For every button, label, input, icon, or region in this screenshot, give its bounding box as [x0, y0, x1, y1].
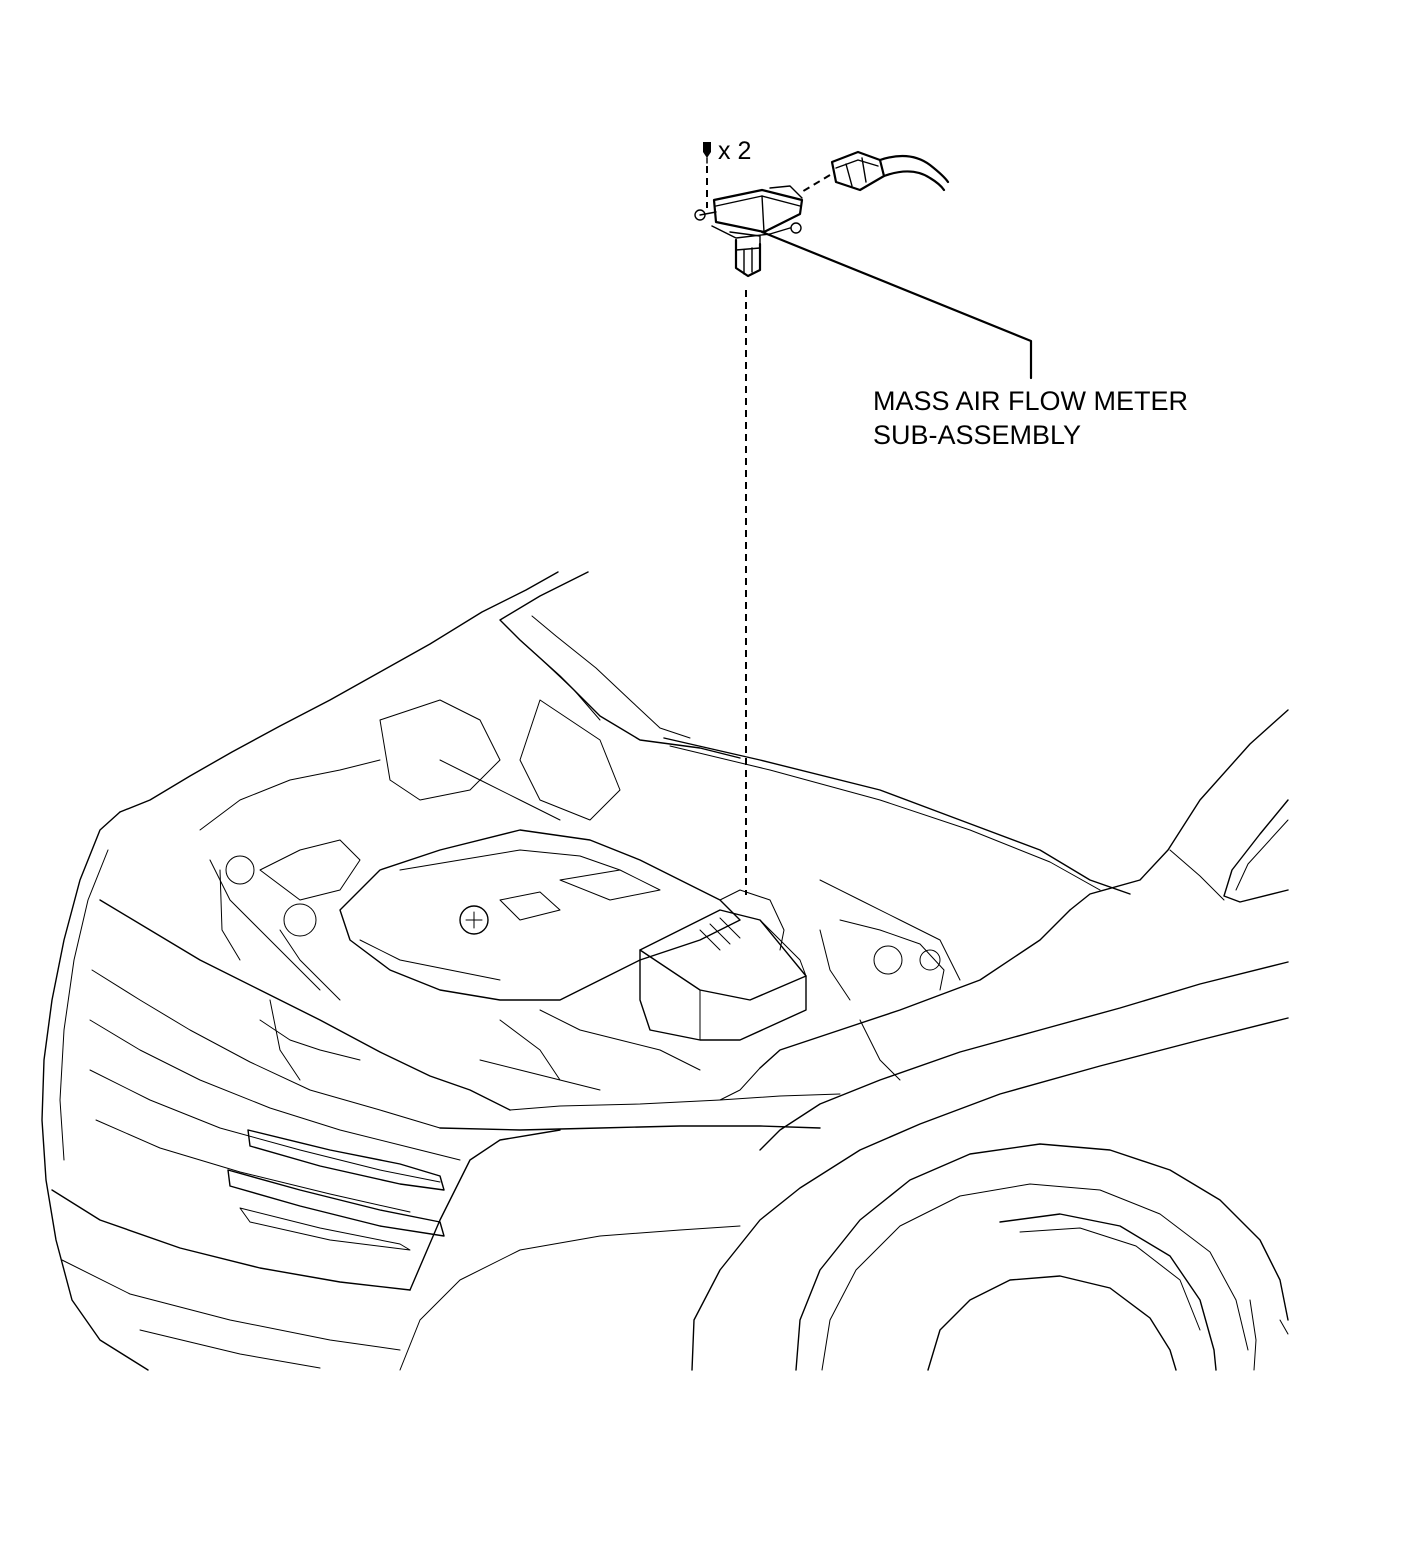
- leader-line: [760, 230, 1033, 380]
- screw-icon: [703, 142, 711, 164]
- part-name-line-1: MASS AIR FLOW METER: [873, 386, 1189, 416]
- part-name-label: MASS AIR FLOW METER SUB-ASSEMBLY: [873, 384, 1188, 452]
- mass-air-flow-meter-icon: [694, 185, 804, 278]
- vehicle-front-view: [41, 571, 1289, 1371]
- connector-guide-line: [799, 174, 831, 194]
- screw-quantity-label: x 2: [718, 137, 752, 165]
- connector-icon: [830, 150, 950, 192]
- part-name-line-2: SUB-ASSEMBLY: [873, 420, 1082, 450]
